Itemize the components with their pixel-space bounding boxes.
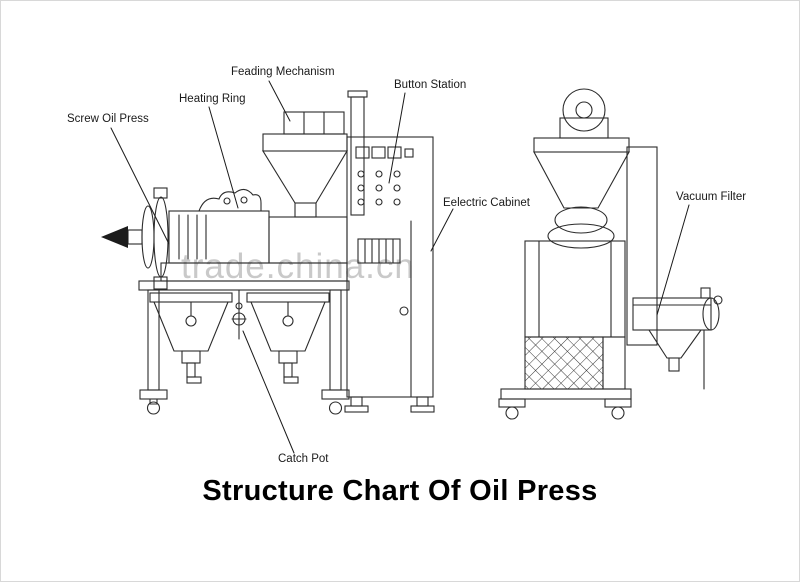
- label-screw-oil-press: Screw Oil Press: [67, 113, 149, 125]
- feeding-hopper: [262, 111, 348, 218]
- press-column: [524, 146, 658, 390]
- mesh-panel: [524, 336, 604, 390]
- label-catch-pot: Catch Pot: [278, 453, 329, 465]
- leader-screw-oil-press: [110, 127, 170, 245]
- catch-pots: [149, 289, 330, 384]
- leader-vacuum-filter: [656, 204, 690, 316]
- right-machine-base: [498, 388, 632, 420]
- watermark: trade.china.cn: [181, 247, 415, 286]
- leader-lines: [110, 80, 690, 454]
- label-feading-mechanism: Feading Mechanism: [231, 66, 335, 78]
- leader-eelectric-cabinet: [430, 208, 454, 252]
- label-button-station: Button Station: [394, 79, 467, 91]
- vertical-pipe: [347, 90, 368, 216]
- leader-heating-ring: [208, 106, 239, 209]
- right-machine: [498, 88, 723, 420]
- heating-ring-barrel: [160, 188, 348, 282]
- screw-shaft: [101, 187, 169, 290]
- left-machine: [101, 90, 435, 415]
- leader-catch-pot: [242, 330, 295, 454]
- right-hopper: [533, 137, 630, 249]
- label-eelectric-cabinet: Eelectric Cabinet: [443, 197, 530, 209]
- page-title: Structure Chart Of Oil Press: [202, 475, 598, 507]
- label-heating-ring: Heating Ring: [179, 93, 246, 105]
- vacuum-filter-assembly: [632, 287, 723, 390]
- button-panel: [355, 146, 414, 206]
- press-frame: [138, 280, 350, 415]
- label-vacuum-filter: Vacuum Filter: [676, 191, 747, 203]
- leader-feading-mechanism: [268, 80, 291, 122]
- electric-cabinet-body: [344, 136, 435, 413]
- leader-button-station: [388, 92, 406, 184]
- top-motor: [559, 88, 609, 139]
